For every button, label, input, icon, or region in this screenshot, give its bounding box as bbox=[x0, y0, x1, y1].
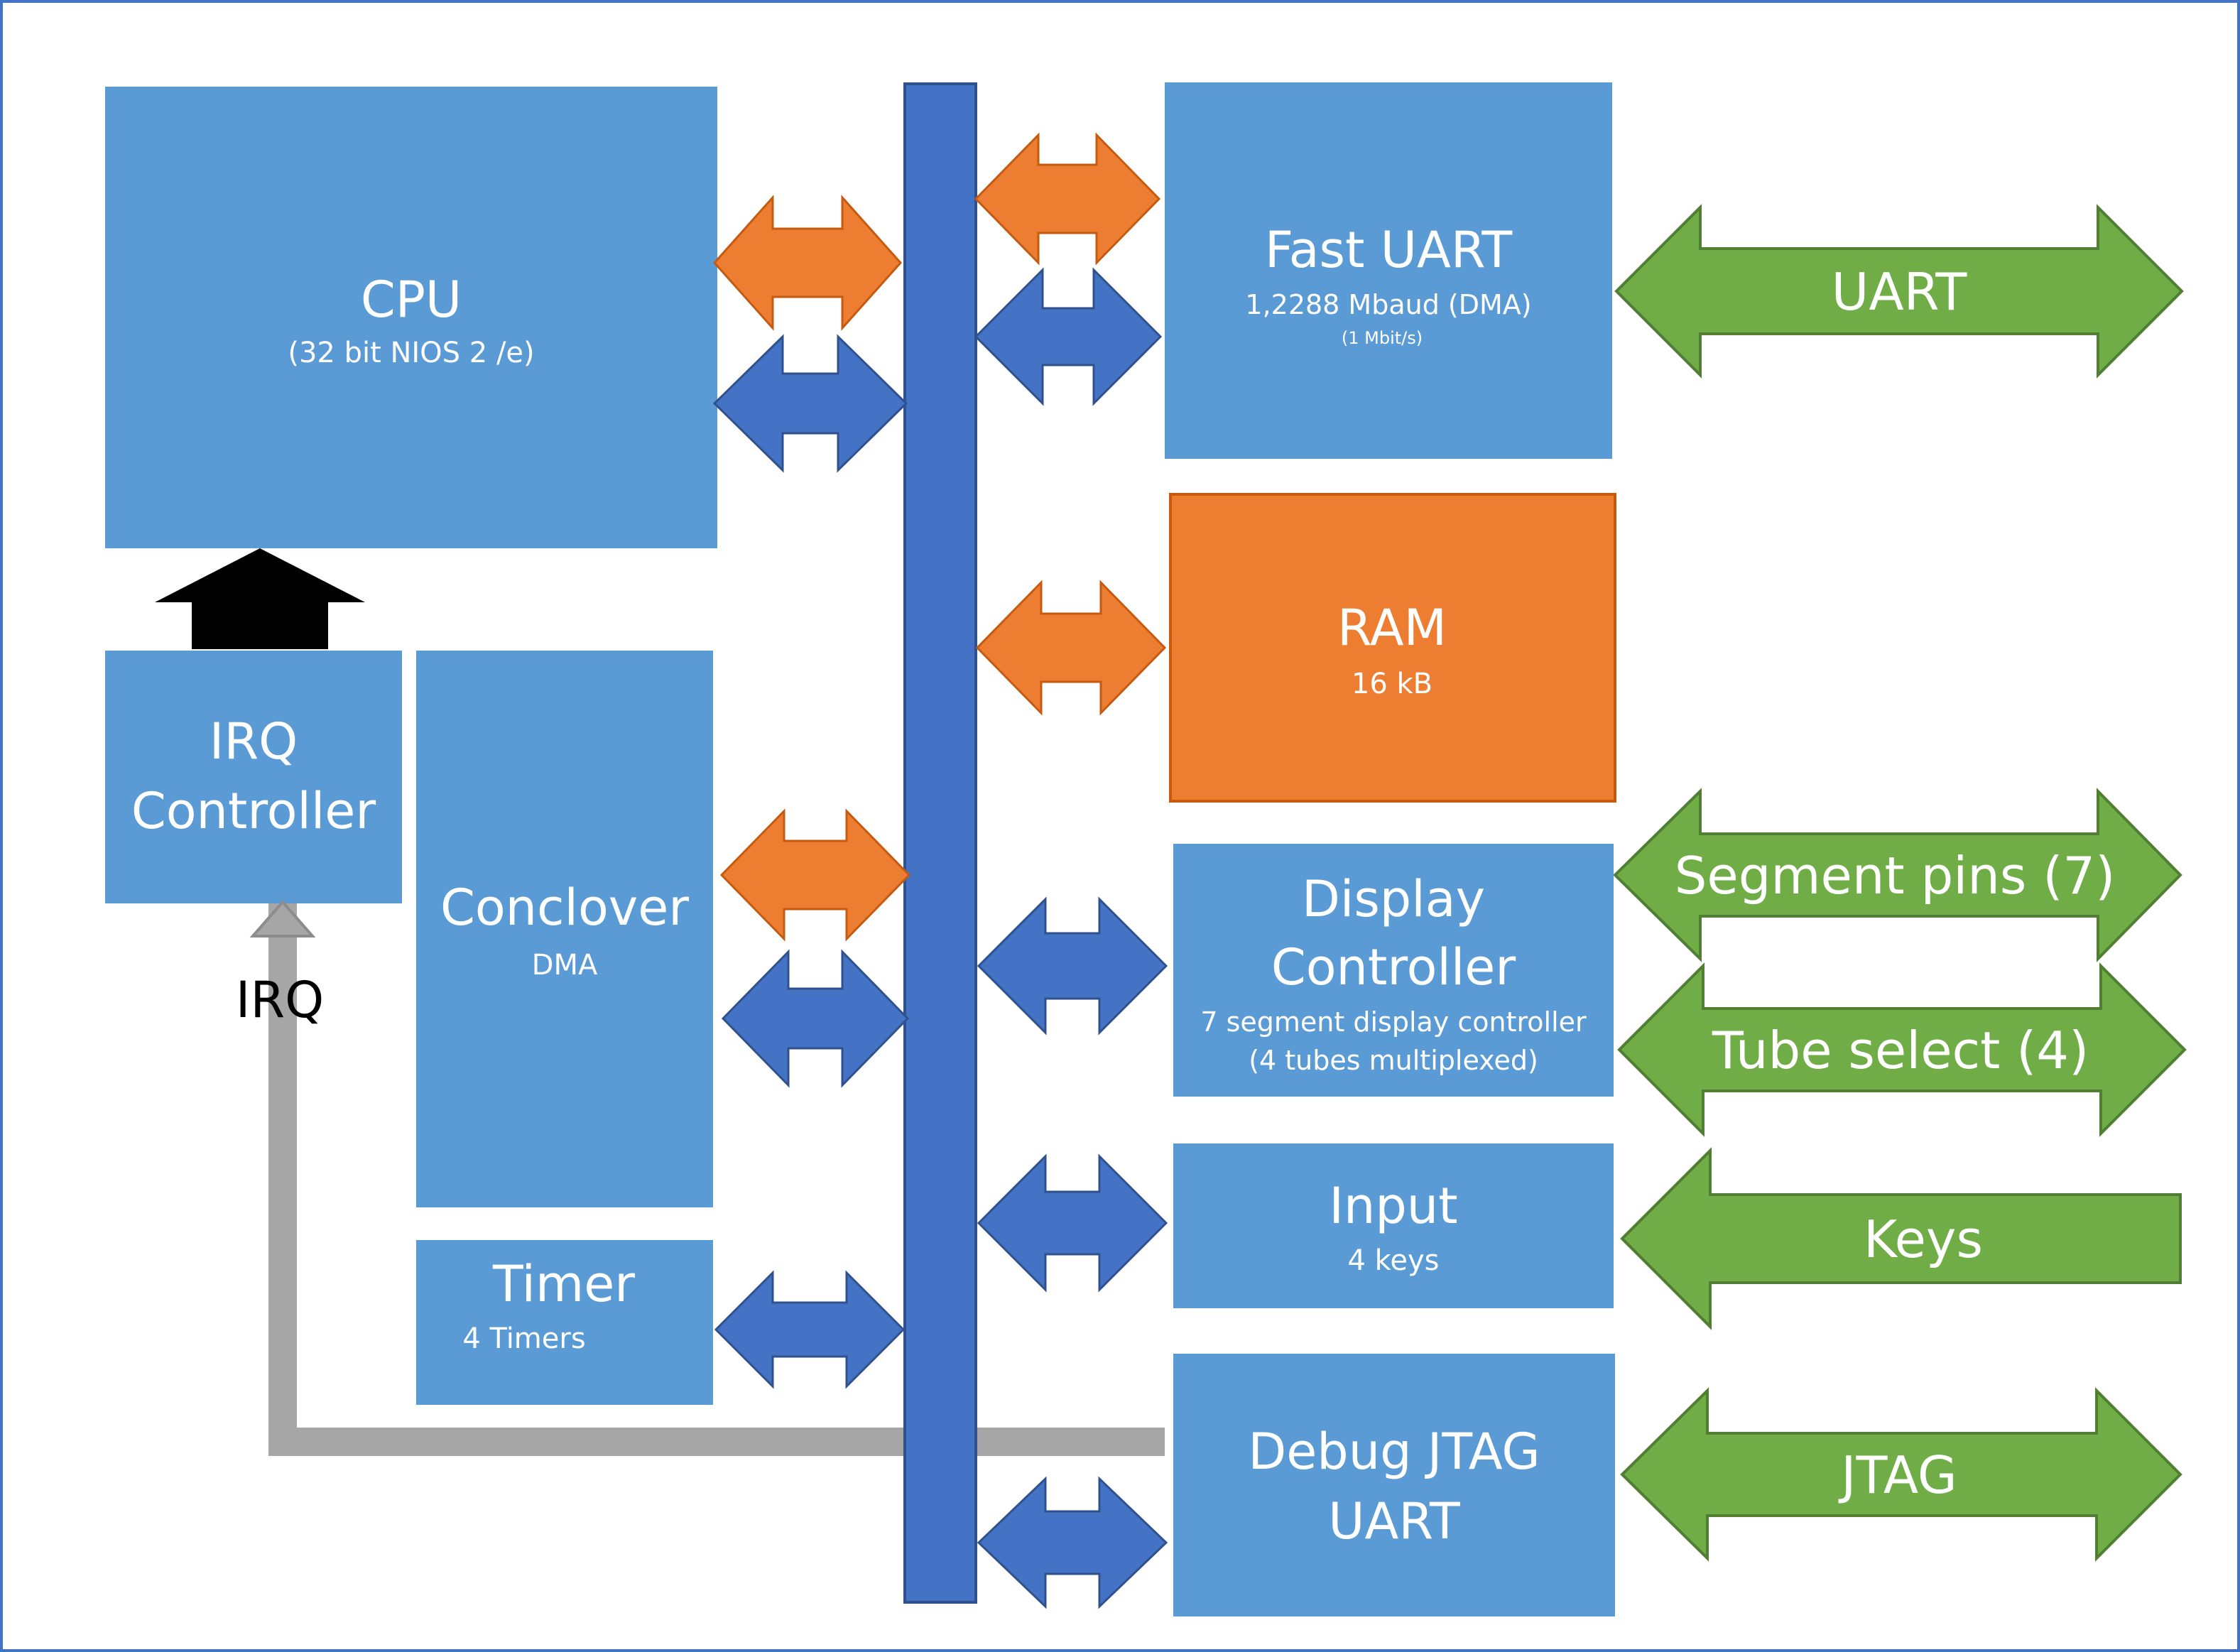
jtag-external-label: JTAG bbox=[1838, 1445, 1957, 1505]
debug-jtag-uart-line2: UART bbox=[1328, 1492, 1460, 1550]
bus-uart-arrow-blue bbox=[974, 267, 1163, 406]
display-controller-subtitle: 7 segment display controller bbox=[1200, 1006, 1587, 1038]
cpu-block: CPU (32 bit NIOS 2 /e) bbox=[105, 87, 717, 548]
conclover-bus-arrow-orange bbox=[719, 808, 911, 942]
cpu-bus-arrow-blue bbox=[712, 334, 908, 473]
input-subtitle: 4 keys bbox=[1347, 1244, 1439, 1277]
display-controller-block: Display Controller 7 segment display con… bbox=[1173, 844, 1614, 1097]
tube-select-arrow: Tube select (4) bbox=[1617, 962, 2187, 1137]
ram-block: RAM 16 kB bbox=[1169, 493, 1616, 803]
segment-pins-label: Segment pins (7) bbox=[1675, 846, 2116, 906]
ram-subtitle: 16 kB bbox=[1352, 668, 1432, 700]
fast-uart-block: Fast UART 1,2288 Mbaud (DMA) (1 Mbit/s) bbox=[1165, 82, 1612, 459]
fast-uart-subtitle: 1,2288 Mbaud (DMA) bbox=[1245, 289, 1531, 320]
cpu-bus-arrow-orange bbox=[712, 195, 903, 331]
input-title: Input bbox=[1329, 1177, 1457, 1235]
system-bus bbox=[903, 82, 977, 1604]
debug-jtag-uart-block: Debug JTAG UART bbox=[1173, 1354, 1615, 1616]
irq-controller-line1: IRQ bbox=[210, 712, 298, 771]
keys-label: Keys bbox=[1864, 1210, 1983, 1269]
irq-line bbox=[268, 903, 1165, 1456]
timer-bus-arrow-blue bbox=[714, 1270, 906, 1389]
input-block: Input 4 keys bbox=[1173, 1143, 1614, 1308]
segment-pins-arrow: Segment pins (7) bbox=[1613, 788, 2182, 962]
bus-display-arrow-blue bbox=[977, 896, 1168, 1036]
conclover-subtitle: DMA bbox=[532, 949, 598, 982]
cpu-title: CPU bbox=[361, 271, 462, 329]
timer-subtitle: 4 Timers bbox=[462, 1322, 585, 1355]
conclover-title: Conclover bbox=[440, 879, 689, 937]
conclover-block: Conclover DMA bbox=[416, 651, 713, 1207]
bus-ram-arrow-orange bbox=[975, 580, 1167, 716]
timer-block: Timer 4 Timers bbox=[416, 1240, 713, 1405]
display-controller-line1: Display bbox=[1302, 870, 1485, 928]
keys-arrow: Keys bbox=[1620, 1147, 2182, 1330]
bus-uart-arrow-orange bbox=[974, 132, 1161, 266]
irq-controller-line2: Controller bbox=[131, 782, 376, 840]
jtag-external-arrow: JTAG bbox=[1620, 1387, 2182, 1562]
display-controller-subtitle2: (4 tubes multiplexed) bbox=[1249, 1045, 1538, 1076]
display-controller-line2: Controller bbox=[1271, 938, 1516, 996]
bus-jtag-arrow-blue bbox=[977, 1476, 1168, 1609]
fast-uart-rate: (1 Mbit/s) bbox=[1342, 328, 1423, 348]
uart-external-label: UART bbox=[1832, 262, 1968, 322]
uart-external-arrow: UART bbox=[1614, 204, 2184, 379]
cpu-subtitle: (32 bit NIOS 2 /e) bbox=[288, 337, 534, 369]
timer-title: Timer bbox=[492, 1255, 635, 1313]
ram-title: RAM bbox=[1337, 599, 1447, 657]
fast-uart-title: Fast UART bbox=[1265, 221, 1513, 279]
conclover-bus-arrow-blue bbox=[721, 949, 910, 1088]
tube-select-label: Tube select (4) bbox=[1712, 1021, 2089, 1080]
irq-to-cpu-arrow bbox=[155, 548, 365, 649]
irq-line-arrowhead bbox=[249, 899, 316, 938]
irq-label: IRQ bbox=[236, 971, 324, 1029]
irq-controller-block: IRQ Controller bbox=[105, 651, 402, 903]
bus-input-arrow-blue bbox=[977, 1153, 1168, 1293]
debug-jtag-uart-line1: Debug JTAG bbox=[1248, 1423, 1540, 1481]
